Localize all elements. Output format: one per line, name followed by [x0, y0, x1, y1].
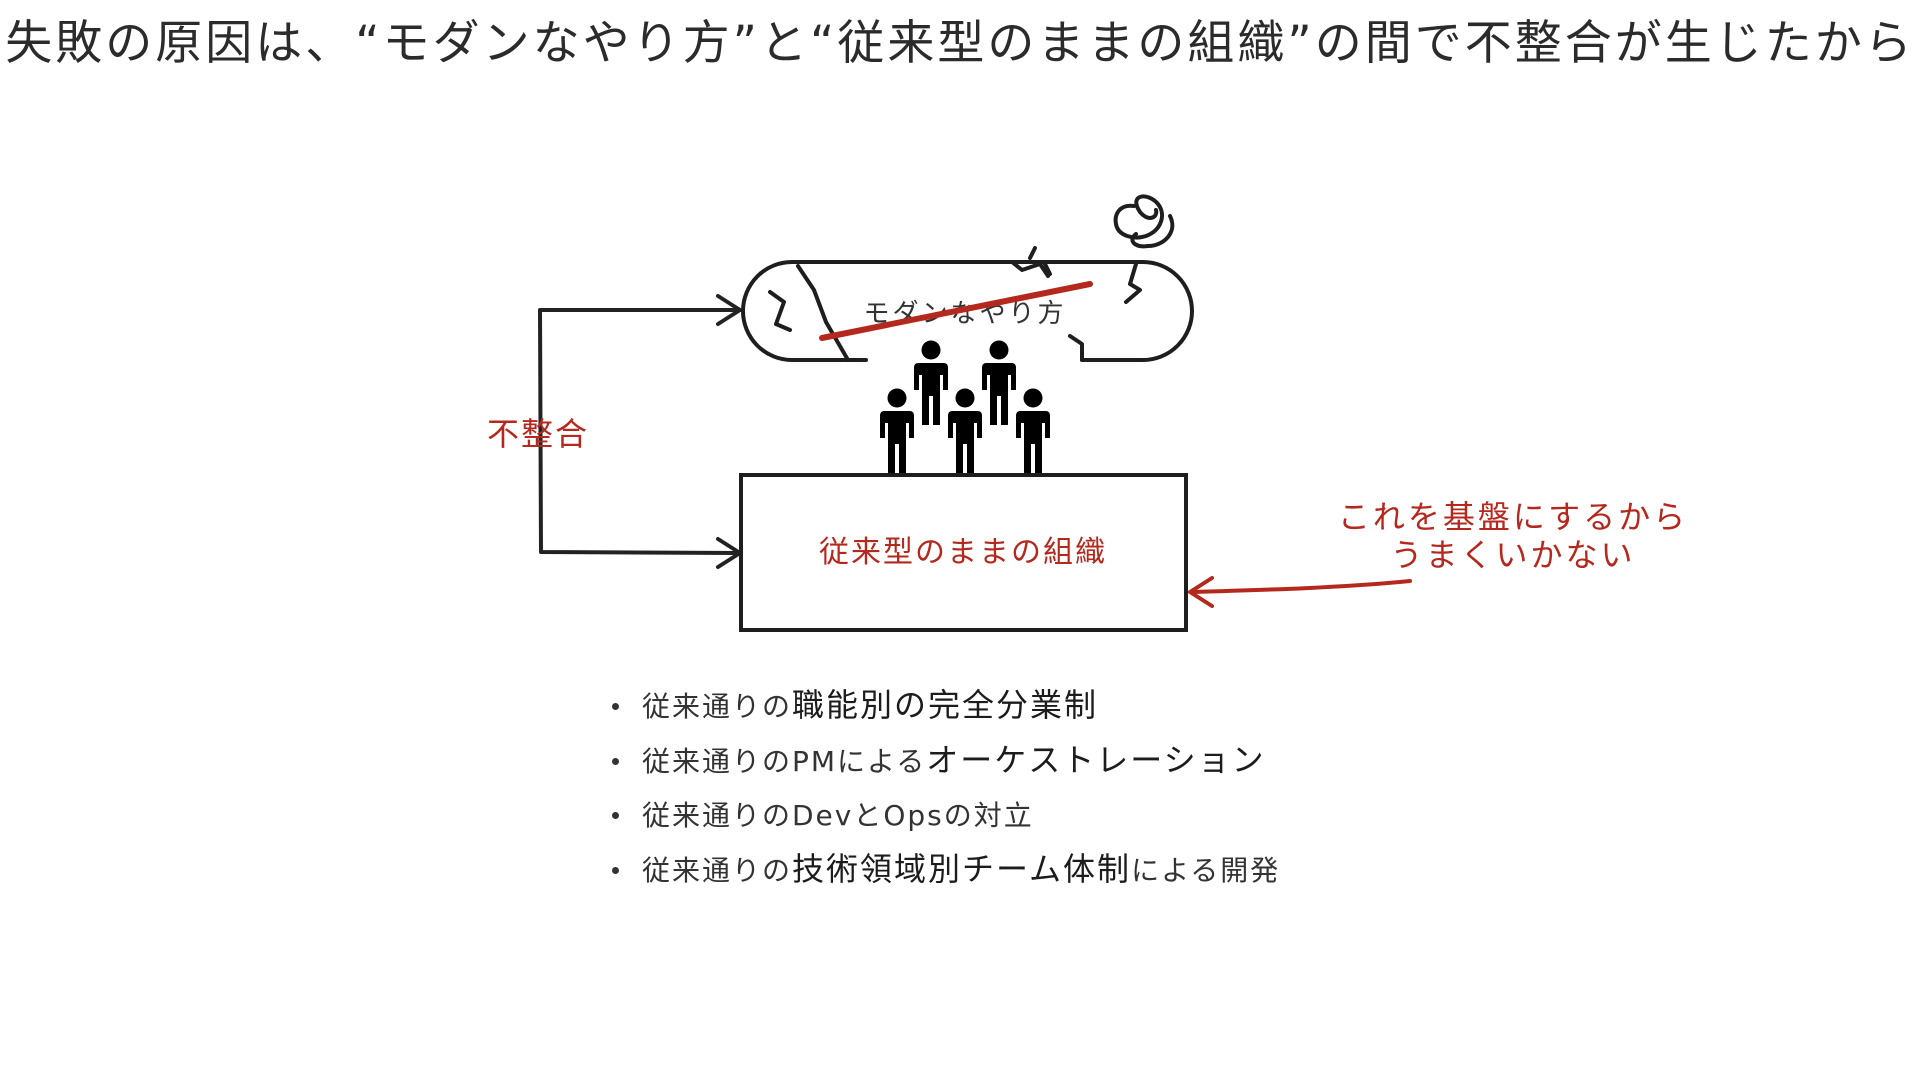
- strike-through-line: [819, 281, 1093, 341]
- note-line-2: うまくいかない: [1390, 536, 1635, 574]
- bullet-item: 従来通りのPMによるオーケストレーション: [608, 733, 1280, 788]
- bullet-list: 従来通りの職能別の完全分業制 従来通りのPMによるオーケストレーション 従来通り…: [608, 678, 1280, 896]
- arrow-head-top: [716, 294, 742, 326]
- bullet-item: 従来通りのDevとOpsの対立: [608, 787, 1280, 842]
- note-line-1: これを基盤にするから: [1338, 498, 1688, 536]
- slide-title: 失敗の原因は、“モダンなやり方”と“従来型のままの組織”の間で不整合が生じたから: [5, 16, 1915, 71]
- organization-label: 従来型のままの組織: [819, 535, 1107, 570]
- person-icon: [914, 340, 948, 425]
- mismatch-label: 不整合: [487, 415, 589, 453]
- bullet-item: 従来通りの技術領域別チーム体制による開発: [608, 842, 1280, 897]
- note-arrow: [1188, 576, 1412, 608]
- person-icon: [948, 388, 982, 473]
- person-icon: [880, 388, 914, 473]
- person-icon: [1016, 388, 1050, 473]
- broken-capsule: [741, 246, 1194, 362]
- people-group: [880, 340, 1050, 473]
- smoke-swirl-icon: [1113, 194, 1175, 249]
- person-icon: [982, 340, 1016, 425]
- bullet-item: 従来通りの職能別の完全分業制: [608, 678, 1280, 733]
- organization-box: [739, 473, 1188, 632]
